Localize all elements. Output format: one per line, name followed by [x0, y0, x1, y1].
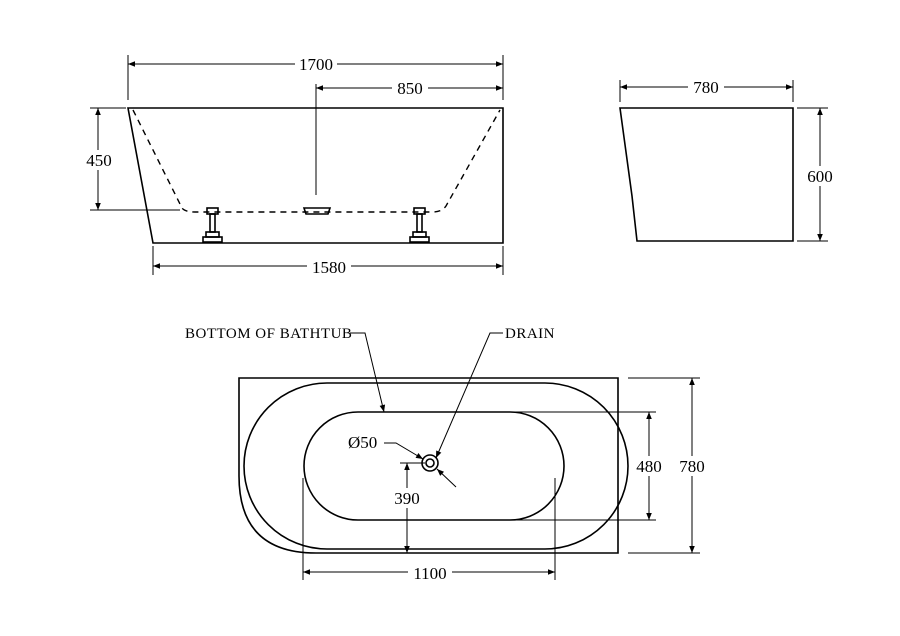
- front-drain: [302, 207, 332, 215]
- leader-drain: [435, 332, 503, 459]
- leader-bottom: [350, 332, 386, 413]
- plan-view: BOTTOM OF BATHTUB DRAIN Ø50 390 480 780 …: [185, 326, 710, 583]
- dim-480: 480: [636, 457, 662, 476]
- dim-1700: 1700: [299, 55, 333, 74]
- side-view: 780 600: [619, 78, 837, 242]
- plan-rim: [243, 382, 629, 550]
- left-foot: [202, 207, 223, 243]
- dim-390: 390: [394, 489, 420, 508]
- dim-780-plan: 780: [679, 457, 705, 476]
- dim-450: 450: [86, 151, 112, 170]
- dim-850: 850: [397, 79, 423, 98]
- dim-line-drain-diameter: [384, 442, 424, 460]
- side-tub-outline: [619, 107, 794, 242]
- dim-1580: 1580: [312, 258, 346, 277]
- front-tub-outline: [127, 107, 504, 244]
- front-inner-basin: [132, 109, 501, 213]
- right-foot: [409, 207, 430, 243]
- plan-inner-bottom: [303, 411, 565, 521]
- label-bottom-of-bathtub: BOTTOM OF BATHTUB: [185, 326, 352, 342]
- dim-drain-diameter: Ø50: [348, 433, 377, 452]
- dim-600: 600: [807, 167, 833, 186]
- label-drain: DRAIN: [505, 326, 555, 342]
- dim-1100: 1100: [413, 564, 446, 583]
- plan-outer-outline: [238, 377, 619, 554]
- front-view: 1700 850 450 1580: [82, 55, 504, 277]
- dim-780-side: 780: [693, 78, 719, 97]
